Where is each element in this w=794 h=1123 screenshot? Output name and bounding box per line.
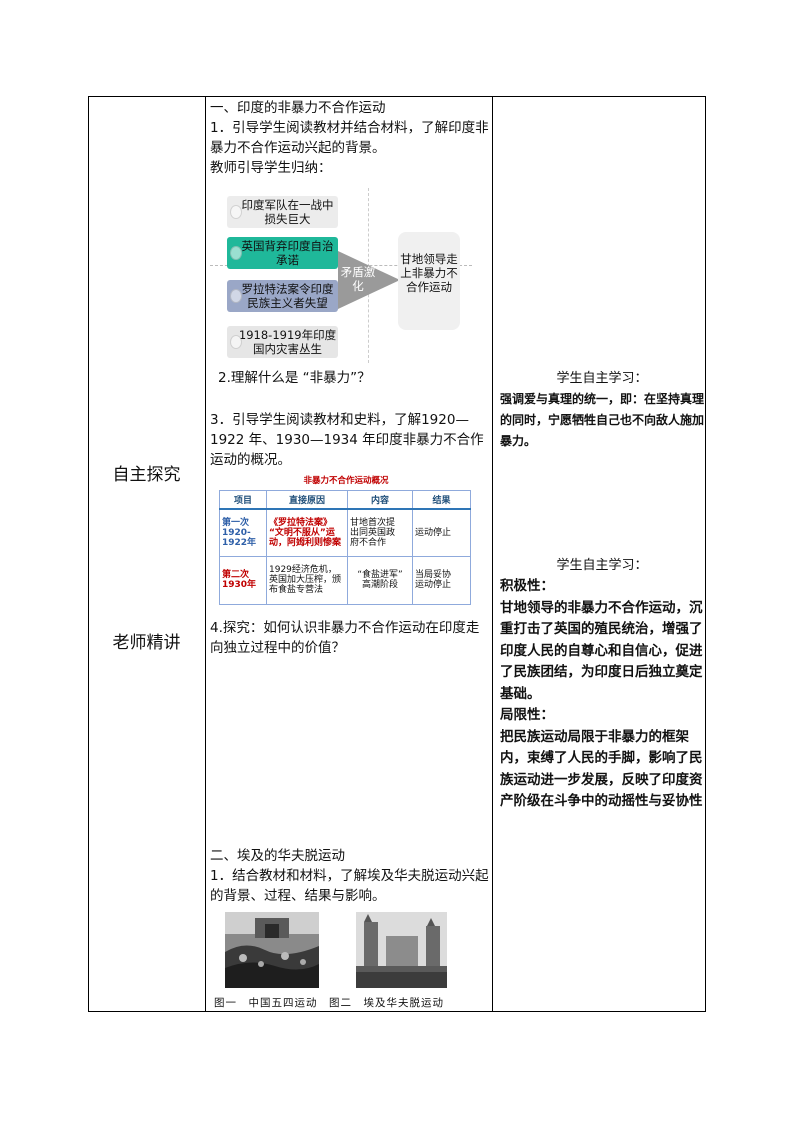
photo-wafd-movement xyxy=(356,912,447,988)
bullet-icon xyxy=(230,205,242,219)
bullet-icon xyxy=(230,246,242,260)
background-diagram: 印度军队在一战中损失巨大 英国背弃印度自治承诺 罗拉特法案令印度民族主义者失望 … xyxy=(210,188,472,363)
section1-task1: 1．引导学生阅读教材并结合材料，了解印度非暴力不合作运动兴起的背景。 xyxy=(210,120,489,156)
table-header: 内容 xyxy=(347,490,413,510)
right-neg-label: 局限性： xyxy=(500,707,554,723)
diagram-box-3: 罗拉特法案令印度民族主义者失望 xyxy=(227,280,338,312)
right-pos-text: 甘地领导的非暴力不合作运动，沉重打击了英国的殖民统治，增强了印度人民的自尊心和自… xyxy=(500,599,703,702)
diagram-box-1: 印度军队在一战中损失巨大 xyxy=(227,196,338,228)
table-cell: 第一次 1920- 1922年 xyxy=(219,508,267,557)
table-cell: 甘地首次提 出同英国政 府不合作 xyxy=(347,508,413,557)
section2-heading: 二、埃及的华夫脱运动 xyxy=(210,848,345,864)
diagram-result: 甘地领导走上非暴力不合作运动 xyxy=(398,232,460,330)
section2-block: 二、埃及的华夫脱运动 1．结合教材和材料，了解埃及华夫脱运动兴起的背景、过程、结… xyxy=(210,846,490,906)
section1-task2: 2.理解什么是 “非暴力”？ xyxy=(218,370,371,386)
section1-block: 一、印度的非暴力不合作运动 1．引导学生阅读教材并结合材料，了解印度非暴力不合作… xyxy=(210,98,490,178)
table-cell: “食盐进军” 高潮阶段 xyxy=(347,555,413,605)
table-row: 第一次 1920- 1922年 《罗拉特法案》 “文明不服从”运 动，阿姆利则惨… xyxy=(219,508,471,557)
table-cell: 运动停止 xyxy=(412,508,471,557)
table-caption: 非暴力不合作运动概况 xyxy=(303,476,389,486)
photo-caption: 图一 中国五四运动 图二 埃及华夫脱运动 xyxy=(214,997,444,1009)
column-divider xyxy=(492,96,493,1012)
arrow-shape: 矛盾激化 xyxy=(338,251,400,309)
table-cell: 当局妥协 运动停止 xyxy=(412,555,471,605)
table-row: 第二次 1930年 1929经济危机， 英国加大压榨，颁 布食盐专营法 “食盐进… xyxy=(219,555,471,605)
table-header: 直接原因 xyxy=(266,490,348,510)
bullet-icon xyxy=(230,289,242,303)
diagram-box-4: 1918-1919年印度国内灾害丛生 xyxy=(227,326,338,358)
section1-heading: 一、印度的非暴力不合作运动 xyxy=(210,100,386,116)
right-neg-text: 把民族运动局限于非暴力的框架内，束缚了人民的手脚，影响了民族运动进一步发展，反映… xyxy=(500,728,703,810)
table-cell: 《罗拉特法案》 “文明不服从”运 动，阿姆利则惨案 xyxy=(266,508,348,557)
lesson-table xyxy=(88,96,706,1012)
table-header: 结果 xyxy=(412,490,471,510)
table-header: 项目 xyxy=(219,490,267,510)
section2-task1: 1．结合教材和材料，了解埃及华夫脱运动兴起的背景、过程、结果与影响。 xyxy=(210,868,489,904)
right-title-1: 学生自主学习： xyxy=(556,371,648,386)
arrow-label: 矛盾激化 xyxy=(340,265,376,293)
bullet-icon xyxy=(230,335,242,349)
label-teacher-lecture: 老师精讲 xyxy=(112,633,181,653)
table-cell: 1929经济危机， 英国加大压榨，颁 布食盐专营法 xyxy=(266,555,348,605)
right-title-2: 学生自主学习： xyxy=(556,558,648,573)
column-divider xyxy=(205,96,206,1012)
table-cell: 第二次 1930年 xyxy=(219,555,267,605)
right-body-1: 强调爱与真理的统一，即：在坚持真理的同时，宁愿牺牲自己也不向敌人施加暴力。 xyxy=(500,392,705,448)
overview-table: 非暴力不合作运动概况 项目 直接原因 内容 结果 第一次 1920- 1922年… xyxy=(216,474,476,606)
right-pos-label: 积极性： xyxy=(500,578,554,594)
photo-may-fourth xyxy=(225,912,319,988)
right-block-1: 学生自主学习： 强调爱与真理的统一，即：在坚持真理的同时，宁愿牺牲自己也不向敌人… xyxy=(500,368,704,452)
section1-guide: 教师引导学生归纳： xyxy=(210,160,332,176)
label-self-study: 自主探究 xyxy=(112,465,181,485)
diagram-box-2: 英国背弃印度自治承诺 xyxy=(227,237,338,269)
table-header-row: 项目 直接原因 内容 结果 xyxy=(219,490,471,510)
section1-task4: 4.探究：如何认识非暴力不合作运动在印度走向独立过程中的价值？ xyxy=(210,620,480,656)
section1-task3: 3．引导学生阅读教材和史料，了解1920—1922 年、1930—1934 年印… xyxy=(210,412,484,468)
right-block-2: 学生自主学习： 积极性： 甘地领导的非暴力不合作运动，沉重打击了英国的殖民统治，… xyxy=(500,555,704,813)
